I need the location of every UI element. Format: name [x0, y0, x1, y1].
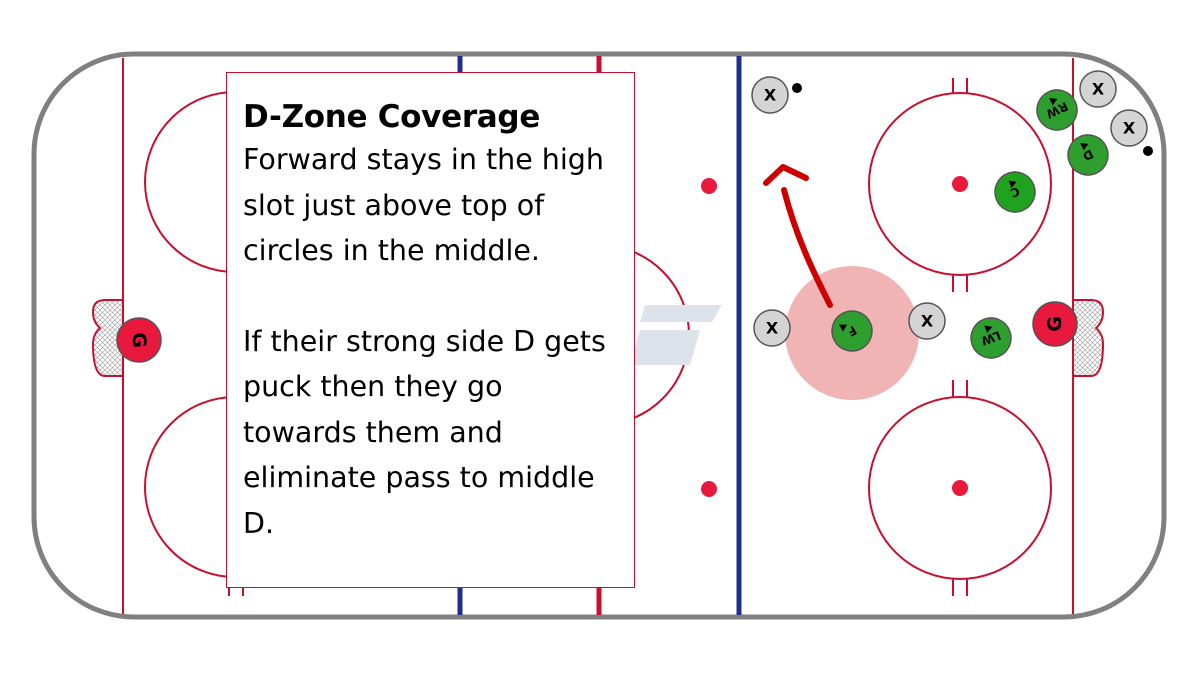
goalie-left[interactable]: G [116, 317, 162, 363]
player-left-wing[interactable]: LW [965, 312, 1016, 363]
opponent-label: X [1123, 119, 1136, 138]
puck [1143, 146, 1153, 156]
opponent-label: X [1092, 80, 1105, 99]
opponent-label: X [766, 319, 779, 338]
hash-marks-right [952, 78, 968, 596]
net-right [1072, 299, 1105, 377]
faceoff-circle-right-bottom [868, 396, 1052, 580]
player-center[interactable]: C [989, 166, 1040, 217]
player-left-wing-label: LW [979, 328, 1003, 348]
drill-title: D-Zone Coverage [243, 99, 541, 135]
goalie-right[interactable]: G [1032, 301, 1078, 347]
drill-paragraph-2: If their strong side D gets puck then th… [243, 324, 606, 540]
goalie-right-label: G [1044, 316, 1066, 332]
center-logo [630, 305, 722, 365]
player-defense[interactable]: D [1061, 128, 1114, 181]
player-forward[interactable]: F [825, 304, 880, 359]
opponent-label: X [764, 86, 777, 105]
net-left [91, 299, 124, 377]
movement-arrow [763, 164, 833, 308]
paragraph-spacer [243, 274, 618, 319]
opponent-label: X [921, 312, 934, 331]
opponent-player[interactable]: X [1110, 109, 1148, 147]
neutral-zone-dot [701, 481, 717, 497]
opponent-player[interactable]: X [1079, 70, 1117, 108]
goalie-left-label: G [128, 332, 150, 348]
opponent-player[interactable]: X [753, 309, 791, 347]
puck [792, 83, 802, 93]
player-right-wing[interactable]: RW [1030, 83, 1083, 136]
faceoff-circle-right-top [868, 92, 1052, 276]
opponent-player[interactable]: X [751, 76, 789, 114]
opponent-player[interactable]: X [908, 302, 946, 340]
faceoff-dot [952, 176, 968, 192]
drill-paragraph-1: Forward stays in the high slot just abov… [243, 143, 604, 267]
neutral-zone-dot [701, 178, 717, 194]
drill-description-panel: D-Zone Coverage Forward stays in the hig… [226, 72, 635, 588]
faceoff-dot [952, 480, 968, 496]
